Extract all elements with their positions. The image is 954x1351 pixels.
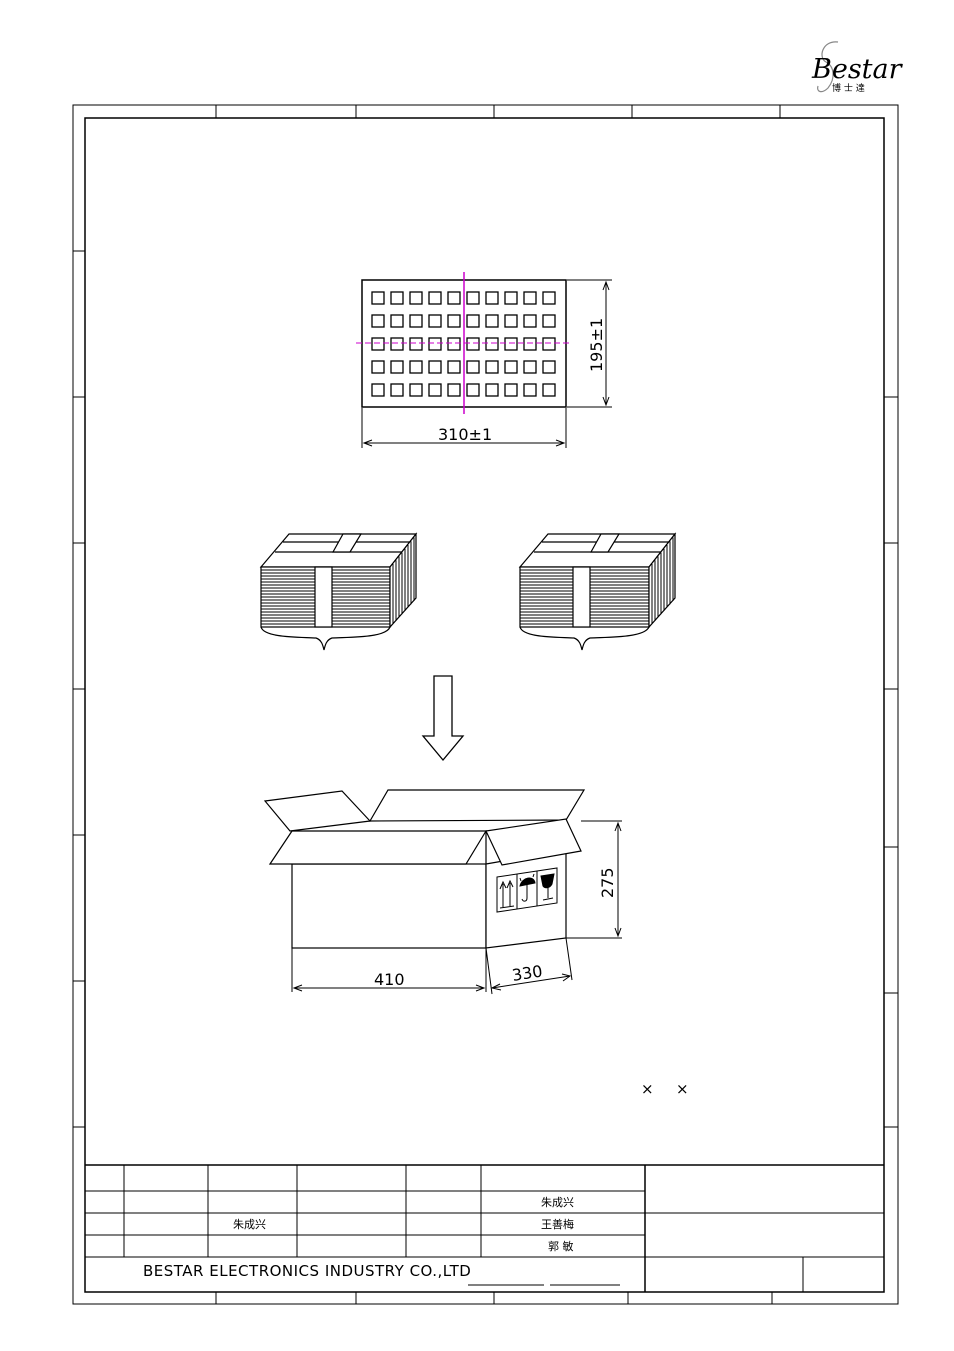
tray-stack-left xyxy=(259,532,418,651)
tray-cell xyxy=(428,291,442,305)
tray-cell xyxy=(390,314,404,328)
carton-length-label: 410 xyxy=(374,970,405,989)
tray-cell xyxy=(523,337,537,351)
tray-cell xyxy=(371,360,385,374)
tray-cell xyxy=(466,314,480,328)
carton-dimensions xyxy=(291,820,622,995)
note-mark-1: × xyxy=(641,1080,654,1098)
tray-cell xyxy=(447,291,461,305)
tray-cell xyxy=(485,383,499,397)
logo-chinese: 博 士 達 xyxy=(832,82,865,94)
tray-height-label: 195±1 xyxy=(587,318,606,372)
tray-cell xyxy=(504,383,518,397)
bestar-logo: Bestar 博 士 達 xyxy=(811,41,904,94)
tray-cell xyxy=(428,383,442,397)
carton-width-label: 330 xyxy=(511,961,544,985)
tray-cell xyxy=(428,360,442,374)
tray-cell xyxy=(428,314,442,328)
tray-cell xyxy=(447,383,461,397)
tray-cell xyxy=(485,360,499,374)
fragile-icon xyxy=(540,873,555,901)
tray-height-dimension xyxy=(567,279,612,408)
tray-cell xyxy=(390,291,404,305)
tray-cell xyxy=(409,383,423,397)
tray-cell xyxy=(485,337,499,351)
tray-width-label: 310±1 xyxy=(438,425,492,444)
tray-cell xyxy=(523,383,537,397)
tray-cell xyxy=(466,383,480,397)
tray-cell xyxy=(523,360,537,374)
stack-left-side-layers xyxy=(392,537,415,624)
tray-cell xyxy=(447,360,461,374)
tray-cell xyxy=(504,314,518,328)
tray-cell xyxy=(542,337,556,351)
tray-stack-right xyxy=(518,532,677,651)
down-arrow xyxy=(421,675,465,762)
tray-cell xyxy=(409,314,423,328)
tray-cell xyxy=(504,360,518,374)
approver: 郭 敏 xyxy=(548,1239,574,1253)
note-mark-2: × xyxy=(676,1080,689,1098)
tray-cell xyxy=(542,291,556,305)
this-side-up-icon xyxy=(499,879,515,909)
tray-cell xyxy=(447,337,461,351)
tray-cell xyxy=(371,314,385,328)
drawing-frame xyxy=(72,104,899,1305)
tray-cell xyxy=(523,291,537,305)
tray-cell xyxy=(485,314,499,328)
tray-cell xyxy=(542,383,556,397)
tray-cell xyxy=(466,291,480,305)
tray-cell xyxy=(409,337,423,351)
tray-top-view: 310±1 195±1 xyxy=(356,272,612,448)
tray-cell xyxy=(504,291,518,305)
tray-cell xyxy=(542,360,556,374)
tray-width-dimension xyxy=(361,408,567,448)
tray-cell xyxy=(466,360,480,374)
designer: 朱成兴 xyxy=(541,1196,574,1209)
drawn-by: 朱成兴 xyxy=(233,1218,266,1231)
tray-cell xyxy=(504,337,518,351)
handling-symbols xyxy=(496,867,558,913)
checker: 王善梅 xyxy=(541,1217,574,1231)
tray-cells xyxy=(371,291,556,397)
tray-cell xyxy=(466,337,480,351)
shipping-carton xyxy=(263,789,586,949)
tray-cell xyxy=(428,337,442,351)
carton-height-label: 275 xyxy=(598,867,617,898)
tray-cell xyxy=(523,314,537,328)
tray-cell xyxy=(371,337,385,351)
logo-brand: Bestar xyxy=(811,54,904,85)
tray-cell xyxy=(447,314,461,328)
stack-right-side-layers xyxy=(651,537,674,624)
tray-cell xyxy=(371,291,385,305)
tray-cell xyxy=(409,360,423,374)
tray-cell xyxy=(390,383,404,397)
keep-dry-icon xyxy=(519,873,536,902)
tray-cell xyxy=(542,314,556,328)
tray-cell xyxy=(371,383,385,397)
tray-cell xyxy=(409,291,423,305)
title-block xyxy=(85,1164,884,1292)
tray-cell xyxy=(390,360,404,374)
tray-cell xyxy=(485,291,499,305)
company-name: BESTAR ELECTRONICS INDUSTRY CO.,LTD xyxy=(143,1262,471,1280)
tray-cell xyxy=(390,337,404,351)
